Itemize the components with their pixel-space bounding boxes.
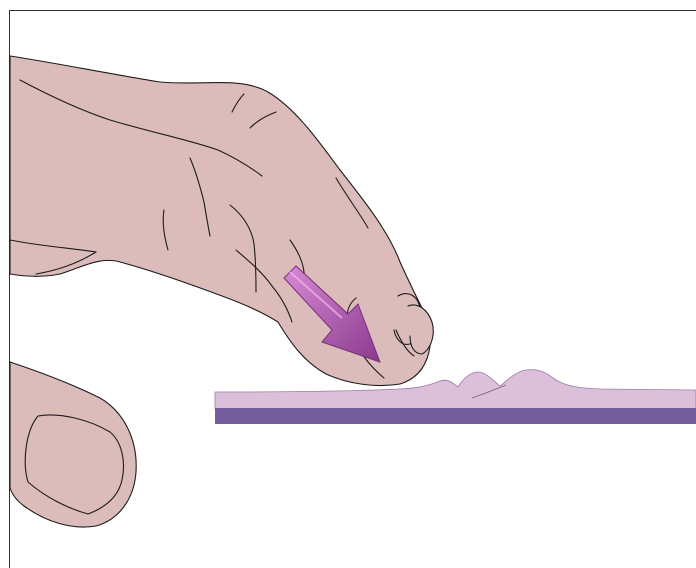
- frame: [9, 10, 696, 568]
- surface-base-layer: [215, 408, 696, 424]
- surface-top-layer: [214, 369, 696, 410]
- thumb-icon: [9, 361, 137, 528]
- surface-wrinkle-line: [471, 384, 507, 399]
- pointing-arrow-icon: [283, 265, 381, 363]
- surface: [214, 369, 696, 424]
